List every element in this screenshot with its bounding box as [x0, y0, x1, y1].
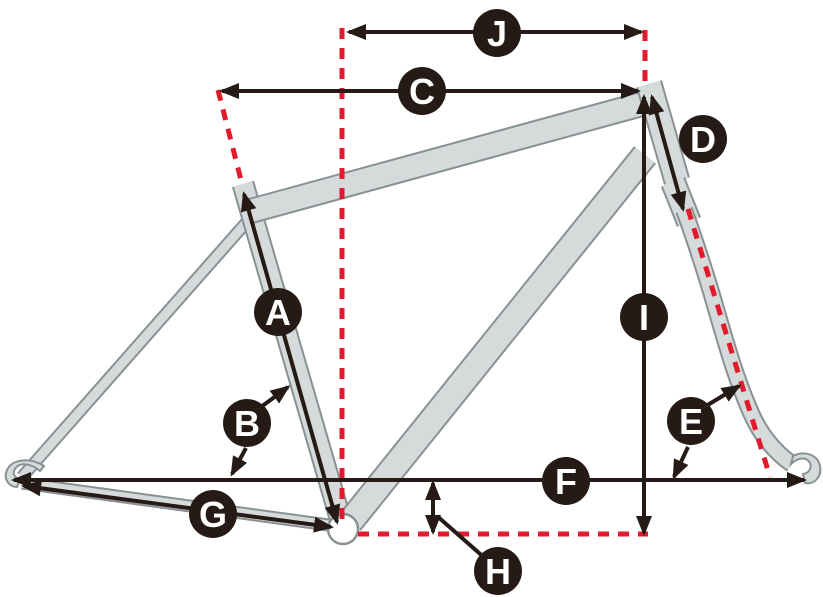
- badge-g: G: [189, 490, 237, 538]
- badge-i: I: [620, 293, 668, 341]
- badge-d: D: [679, 115, 727, 163]
- badge-i-label: I: [639, 297, 649, 338]
- badge-c-label: C: [409, 71, 435, 112]
- badge-e-label: E: [679, 401, 703, 442]
- arrow-d-head-tube-length: [648, 94, 687, 212]
- badge-f-circle: [542, 457, 590, 505]
- b-pointer-to-ground-line: [230, 447, 248, 477]
- badge-g-circle: [189, 490, 237, 538]
- badge-i-circle: [620, 293, 668, 341]
- badge-f: F: [542, 457, 590, 505]
- badge-h: H: [474, 547, 522, 595]
- badge-c-circle: [398, 67, 446, 115]
- badge-j-circle: [473, 9, 521, 57]
- badge-f-label: F: [555, 461, 577, 502]
- b-pointer-to-seat-tube: [259, 385, 291, 409]
- badge-j-label: J: [487, 13, 507, 54]
- e-pointer-to-steering-axis: [704, 384, 742, 408]
- badge-d-circle: [679, 115, 727, 163]
- badge-e-circle: [667, 397, 715, 445]
- badge-b-label: B: [234, 403, 260, 444]
- badge-a-circle: [254, 288, 302, 336]
- h-leader-line: [435, 514, 489, 562]
- arrow-a-seat-tube-length: [240, 191, 341, 525]
- top-tube: [243, 91, 646, 225]
- e-pointer-to-ground-line: [672, 446, 690, 480]
- steering-axis-reference: [685, 208, 773, 478]
- badge-a-label: A: [265, 292, 291, 333]
- badge-c: C: [398, 67, 446, 115]
- badge-j: J: [473, 9, 521, 57]
- badge-b: B: [223, 399, 271, 447]
- letter-badges: J C D A I B E F: [189, 9, 727, 595]
- badge-d-label: D: [690, 119, 716, 160]
- seat-tube: [231, 180, 355, 532]
- seat-stay: [17, 211, 257, 482]
- reference-lines: [215, 28, 773, 537]
- badge-g-label: G: [199, 494, 227, 535]
- down-tube: [339, 146, 656, 531]
- seat-tube-axis-extension: [215, 89, 244, 181]
- badge-h-label: H: [485, 551, 511, 592]
- arrow-g-chain-stay-length: [21, 480, 334, 533]
- badge-a: A: [254, 288, 302, 336]
- badge-h-circle: [474, 547, 522, 595]
- badge-e: E: [667, 397, 715, 445]
- badge-b-circle: [223, 399, 271, 447]
